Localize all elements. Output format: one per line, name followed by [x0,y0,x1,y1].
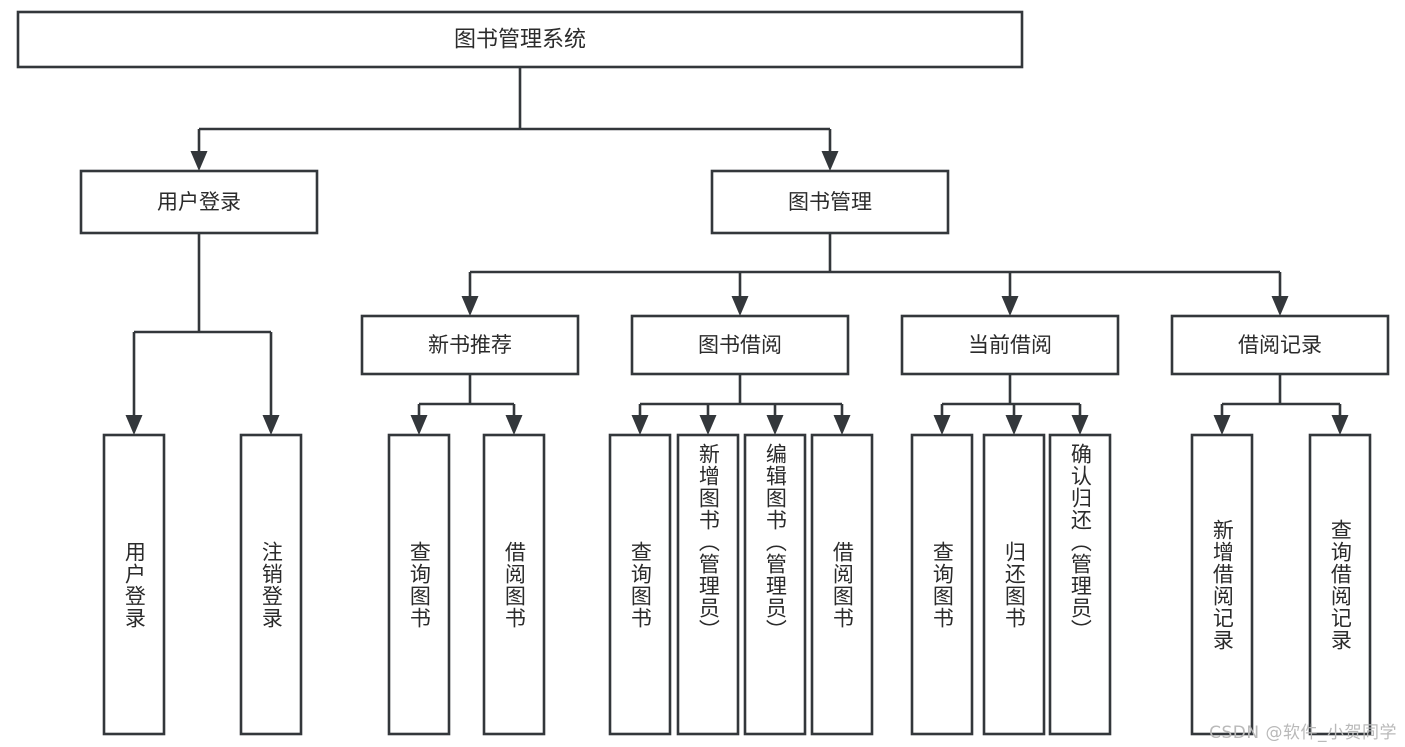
node-layer [16,10,1390,736]
node-borrow-record-label: 借阅记录 [1238,333,1322,357]
arrow-head-icon [699,415,717,435]
arrow-head-icon [410,415,428,435]
leaf-leaf-borrow-book-1[interactable] [482,433,546,736]
node-current-borrow[interactable] [900,314,1120,376]
arrow-head-icon [1071,415,1089,435]
leaf-leaf-query-book-2[interactable] [608,433,672,736]
arrow-head-icon [1213,415,1231,435]
node-new-book-recommend[interactable] [360,314,580,376]
leaf-leaf-query-record[interactable] [1308,433,1372,736]
node-book-manage[interactable] [710,169,950,235]
leaf-leaf-user-login[interactable] [102,433,166,736]
arrow-head-icon [1001,296,1019,316]
leaf-leaf-query-book-3[interactable] [910,433,974,736]
connector-layer [125,67,1349,435]
node-borrow-record[interactable] [1170,314,1390,376]
arrow-head-icon [833,415,851,435]
node-book-borrow[interactable] [630,314,850,376]
leaf-leaf-return-book[interactable] [982,433,1046,736]
arrow-head-icon [461,296,479,316]
arrow-head-icon [1271,296,1289,316]
arrow-head-icon [1005,415,1023,435]
node-new-book-recommend-label: 新书推荐 [428,333,512,357]
leaf-leaf-logout[interactable] [239,433,303,736]
arrow-head-icon [766,415,784,435]
node-root-label: 图书管理系统 [454,28,586,53]
leaf-leaf-add-record[interactable] [1190,433,1254,736]
node-book-manage-label: 图书管理 [788,190,872,214]
arrow-head-icon [933,415,951,435]
arrow-head-icon [190,151,208,171]
arrow-head-icon [821,151,839,171]
leaf-leaf-query-book-1[interactable] [387,433,451,736]
leaf-leaf-add-book[interactable] [676,433,740,736]
arrow-head-icon [125,415,143,435]
arrow-head-icon [1331,415,1349,435]
leaf-leaf-confirm-return[interactable] [1048,433,1112,736]
watermark-text: CSDN @软件_小贺同学 [1209,723,1397,743]
leaf-leaf-edit-book[interactable] [743,433,807,736]
node-user-login-label: 用户登录 [157,190,241,214]
leaf-leaf-borrow-book-2[interactable] [810,433,874,736]
node-user-login[interactable] [79,169,319,235]
arrow-head-icon [631,415,649,435]
node-book-borrow-label: 图书借阅 [698,333,782,357]
arrow-head-icon [262,415,280,435]
node-root[interactable] [16,10,1024,69]
node-current-borrow-label: 当前借阅 [968,333,1052,357]
arrow-head-icon [505,415,523,435]
arrow-head-icon [731,296,749,316]
